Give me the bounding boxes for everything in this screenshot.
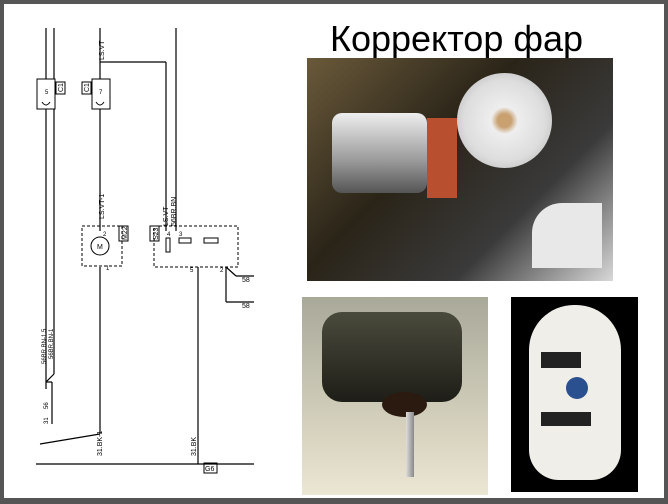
wire-label: 58: [242, 303, 250, 310]
wire-label: 56BR.BN: [171, 197, 178, 226]
pin-label: 5: [190, 268, 194, 274]
wire-label: 31: [44, 417, 50, 424]
wire-label: 56: [44, 402, 50, 409]
pin-label: 5: [45, 90, 49, 96]
component-label: M22: [122, 226, 129, 240]
wire-label: 56BR.BN-1: [49, 328, 55, 359]
pin-label: 2: [103, 232, 107, 238]
pin-label: 7: [99, 90, 103, 96]
slide: Корректор фар 5 7 C1 C1 LS.VT LS.VT-1 M …: [4, 4, 664, 498]
wire-label: 56BR.BN-1.5: [42, 328, 48, 364]
wire-label: 31.BK-1: [97, 431, 104, 456]
wiring-schematic: 5 7 C1 C1 LS.VT LS.VT-1 M M22 S23 LS.VT …: [36, 28, 254, 474]
corrector-circuit-board-photo: [511, 297, 638, 492]
wire-label: 31.BK: [191, 437, 198, 456]
pin-label: 1: [106, 266, 110, 272]
wire-label: LS.VT: [163, 206, 170, 226]
wire-label: 58: [242, 277, 250, 284]
connector-label: C1: [58, 83, 65, 92]
wire-label: LS.VT: [99, 40, 106, 60]
ground-label: G6: [205, 466, 214, 473]
corrector-actuator-photo: [302, 297, 488, 495]
slide-title: Корректор фар: [330, 18, 584, 59]
motor-symbol-label: M: [97, 244, 103, 251]
wire-label: LS.VT-1: [99, 194, 106, 219]
component-label: S23: [153, 227, 160, 240]
pin-label: 4: [167, 232, 171, 238]
connector-label: C1: [84, 83, 91, 92]
headlight-corrector-motor-photo: [307, 58, 613, 281]
pin-label: 2: [220, 268, 224, 274]
pin-label: 3: [179, 232, 183, 238]
